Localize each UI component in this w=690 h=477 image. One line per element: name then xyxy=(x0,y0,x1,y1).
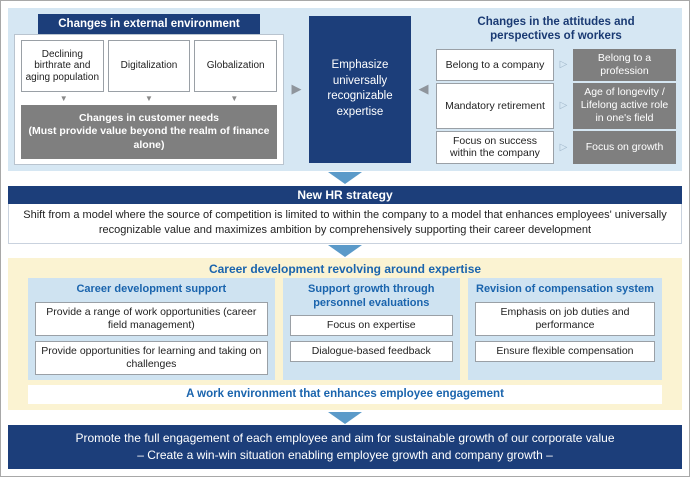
career-column-evaluations: Support growth through personnel evaluat… xyxy=(282,278,460,381)
arrow-outline-right-icon: ▷ xyxy=(559,141,568,153)
arrow-outline-right-icon: ▷ xyxy=(559,100,568,112)
down-arrow-icon: ▼ xyxy=(230,93,239,103)
career-column-header: Career development support xyxy=(76,283,227,296)
goal-banner: Promote the full engagement of each empl… xyxy=(8,425,682,470)
goal-line-1: Promote the full engagement of each empl… xyxy=(75,430,615,445)
career-section-title: Career development revolving around expe… xyxy=(208,262,482,277)
hr-strategy-section: New HR strategy Shift from a model where… xyxy=(8,185,682,244)
worker-row-company: Belong to a company ▷ Belong to a profes… xyxy=(436,48,676,82)
hr-strategy-body: Shift from a model where the source of c… xyxy=(8,203,682,244)
career-item: Provide opportunities for learning and t… xyxy=(35,340,268,376)
worker-to-box: Belong to a profession xyxy=(573,48,676,82)
arrow-right-icon: ▶ xyxy=(291,81,302,97)
flow-arrow-down-icon xyxy=(8,410,682,425)
external-environment-panel: Changes in external environment Declinin… xyxy=(14,14,284,165)
external-factors-box: Declining birthrate and aging population… xyxy=(14,34,284,165)
factors-row: Declining birthrate and aging population… xyxy=(21,40,278,92)
career-item: Provide a range of work opportunities (c… xyxy=(35,301,268,336)
factor-globalization: Globalization xyxy=(194,40,278,92)
factor-arrows-row: ▼ ▼ ▼ xyxy=(21,92,277,105)
workers-panel-title: Changes in the attitudes and perspective… xyxy=(477,16,635,43)
career-item: Emphasis on job duties and performance xyxy=(474,301,656,336)
career-columns: Career development support Provide a ran… xyxy=(28,278,663,381)
career-section: Career development revolving around expe… xyxy=(8,258,682,411)
career-column-header: Support growth through personnel evaluat… xyxy=(308,283,435,309)
arrow-outline-right-icon: ▷ xyxy=(559,59,568,71)
worker-row-retirement: Mandatory retirement ▷ Age of longevity … xyxy=(436,83,676,129)
career-column-header: Revision of compensation system xyxy=(476,283,654,296)
factor-digitalization: Digitalization xyxy=(107,40,191,92)
career-column-compensation: Revision of compensation system Emphasis… xyxy=(467,278,663,381)
career-item: Ensure flexible compensation xyxy=(474,340,656,363)
worker-from-box: Belong to a company xyxy=(436,48,554,82)
expertise-box: Emphasize universally recognizable exper… xyxy=(309,16,411,163)
worker-from-box: Mandatory retirement xyxy=(436,83,554,129)
down-arrow-icon: ▼ xyxy=(59,93,68,103)
career-item: Dialogue-based feedback xyxy=(289,340,453,363)
factor-declining-birthrate: Declining birthrate and aging population xyxy=(21,40,104,92)
hr-strategy-title: New HR strategy xyxy=(8,185,682,204)
worker-rows: Belong to a company ▷ Belong to a profes… xyxy=(436,48,676,165)
arrow-left-icon: ◀ xyxy=(418,81,429,97)
work-environment-bar: A work environment that enhances employe… xyxy=(28,385,662,405)
workers-panel: Changes in the attitudes and perspective… xyxy=(436,14,676,165)
down-arrow-icon: ▼ xyxy=(145,93,153,103)
worker-to-box: Focus on growth xyxy=(573,130,676,164)
goal-line-2: – Create a win-win situation enabling em… xyxy=(137,448,553,463)
environment-section: Changes in external environment Declinin… xyxy=(8,8,682,171)
career-column-development: Career development support Provide a ran… xyxy=(28,278,275,381)
flow-arrow-down-icon xyxy=(8,171,682,186)
career-item: Focus on expertise xyxy=(289,314,453,336)
flow-arrow-down-icon xyxy=(8,244,682,259)
worker-to-box: Age of longevity / Lifelong active role … xyxy=(573,83,676,129)
external-environment-title: Changes in external environment xyxy=(38,14,260,34)
customer-needs-box: Changes in customer needs (Must provide … xyxy=(21,105,277,159)
worker-row-success: Focus on success within the company ▷ Fo… xyxy=(436,130,676,164)
worker-from-box: Focus on success within the company xyxy=(436,130,554,164)
